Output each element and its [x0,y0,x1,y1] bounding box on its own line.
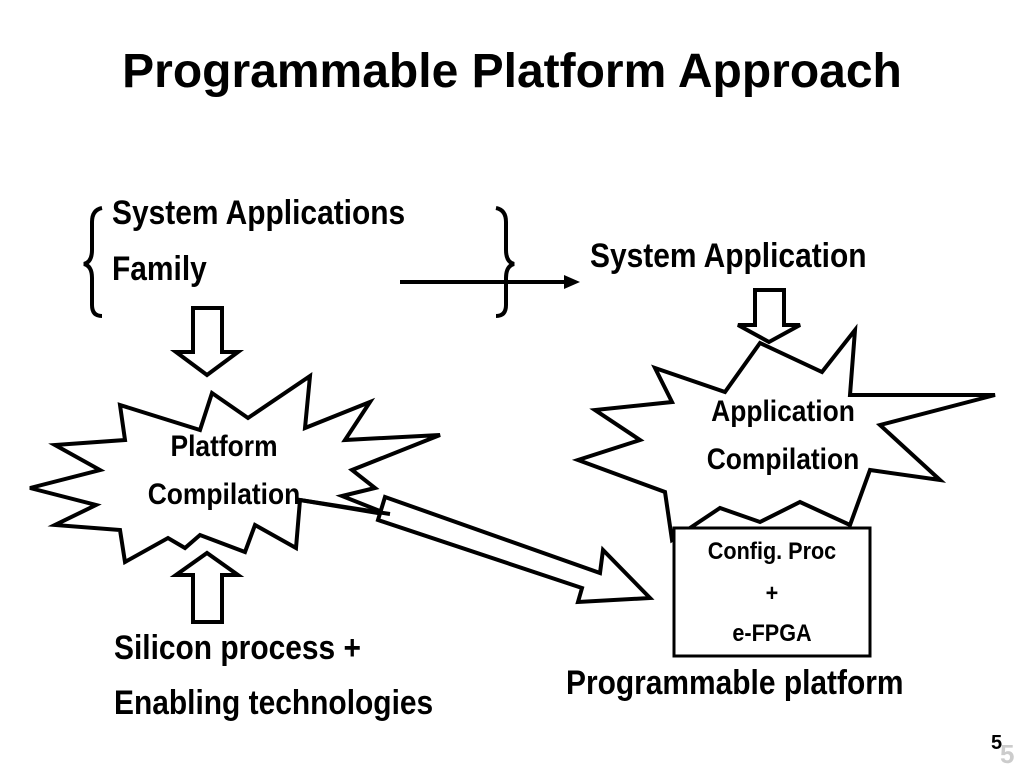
system-application-label: System Application [590,237,867,275]
compilation-to-platform-arrow [375,494,655,605]
down-arrow-left-icon [169,306,245,378]
family-line1: System Applications [112,194,406,232]
page-number: 5 [991,732,1003,754]
page-number-shadow: 5 [1000,739,1015,768]
left-brace [83,206,103,318]
programmable-platform-box [672,526,872,658]
platform-compilation-line1: Platform [170,430,278,463]
up-arrow-icon [169,550,245,624]
programmable-platform-label: Programmable platform [566,664,904,702]
silicon-line2: Enabling technologies [114,684,434,722]
application-compilation-line1: Application [711,395,855,428]
platform-box-line3: e-FPGA [732,620,812,647]
arrowhead-icon [564,275,580,289]
connector-line [299,498,391,516]
right-brace [495,206,515,318]
platform-box-line1: Config. Proc [707,538,837,565]
platform-box-line2: + [765,580,779,607]
application-compilation-starburst [571,323,996,544]
platform-compilation-line2: Compilation [147,478,301,511]
slide-title: Programmable Platform Approach [122,45,902,98]
silicon-line1: Silicon process + [114,629,361,667]
down-arrow-right-icon [737,288,801,345]
platform-compilation-starburst [29,371,441,566]
family-line2: Family [112,250,207,288]
application-compilation-line2: Compilation [706,443,860,476]
